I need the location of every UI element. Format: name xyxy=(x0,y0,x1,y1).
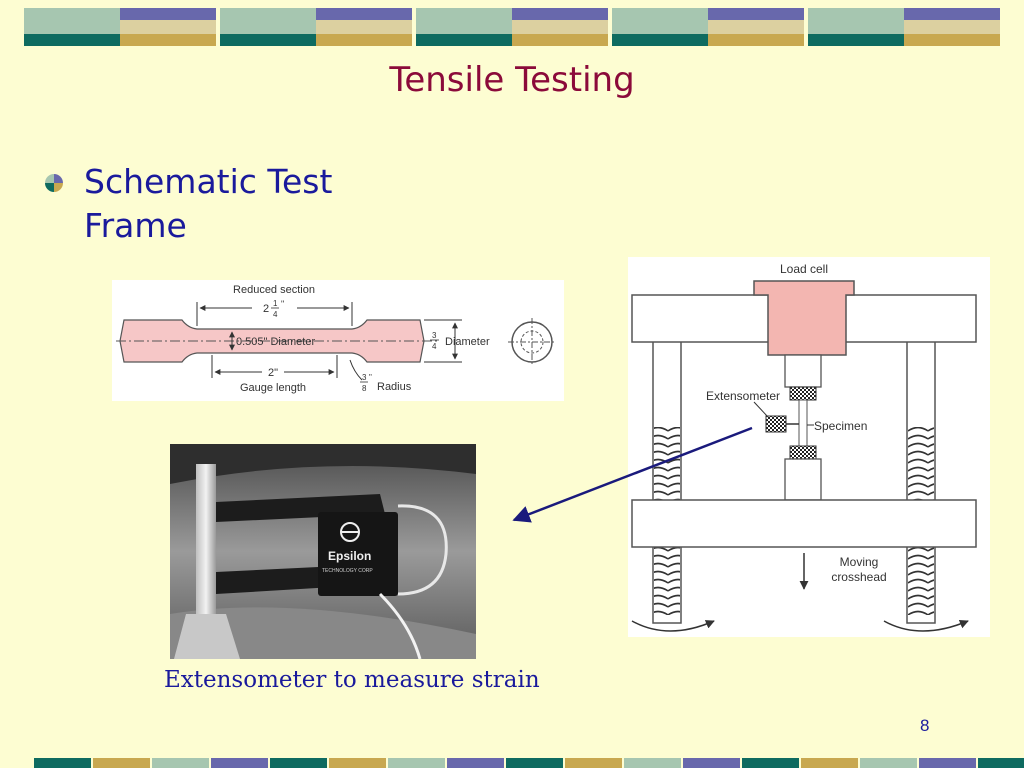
left-lower-thread xyxy=(654,547,680,615)
extensometer-label: Extensometer xyxy=(706,389,780,403)
radius-inch-mark: " xyxy=(369,373,372,382)
end-view xyxy=(508,318,556,366)
radius-fraction-num: 3 xyxy=(362,373,367,382)
extensometer-pointer-arrow xyxy=(512,426,753,523)
cable xyxy=(378,592,422,659)
slide-title: Tensile Testing xyxy=(389,60,635,100)
moving-label-line2: crosshead xyxy=(831,570,886,584)
upper-grip xyxy=(784,354,822,388)
extensometer-body xyxy=(318,512,398,596)
lower-jaw xyxy=(789,445,817,460)
bullet-icon xyxy=(45,174,63,192)
specimen-rod xyxy=(196,464,216,654)
load-cell-label: Load cell xyxy=(780,262,828,276)
photo-caption: Extensometer to measure strain xyxy=(164,667,540,693)
lower-grip xyxy=(784,458,822,501)
specimen-bar xyxy=(798,399,808,447)
reduced-diameter-label: 0.505" Diameter xyxy=(236,336,315,348)
gauge-length-value: 2" xyxy=(268,367,278,379)
page-number: 8 xyxy=(920,716,930,735)
specimen-drawing: Reduced section 2 1 4 " 0.505" Diameter … xyxy=(112,280,564,401)
reduced-fraction-num: 1 xyxy=(273,299,278,308)
reduced-section-label: Reduced section xyxy=(233,284,315,296)
moving-label-line1: Moving xyxy=(840,555,879,569)
photo-brand: Epsilon xyxy=(328,549,371,563)
specimen-label: Specimen xyxy=(814,419,867,433)
bullet-text: Schematic Test Frame xyxy=(84,162,333,245)
right-screw-thread xyxy=(908,427,934,505)
test-frame-drawing: Load cell Extensometer Specimen Moving c… xyxy=(628,257,990,637)
end-diameter-label: Diameter xyxy=(445,336,490,348)
extensometer-photo: Epsilon TECHNOLOGY CORP xyxy=(170,444,476,659)
upper-jaw xyxy=(789,386,817,401)
load-cell xyxy=(753,280,855,356)
gauge-length-label: Gauge length xyxy=(240,382,306,394)
end-fraction-num: 3 xyxy=(432,331,437,340)
reduced-fraction-den: 4 xyxy=(273,310,278,319)
radius-fraction-den: 8 xyxy=(362,384,367,393)
moving-crosshead xyxy=(631,499,977,548)
left-rotation-arrow xyxy=(631,620,715,632)
reduced-inch-mark: " xyxy=(281,299,284,309)
end-fraction-den: 4 xyxy=(432,342,437,351)
reduced-length-value: 2 xyxy=(263,303,269,315)
radius-label: Radius xyxy=(377,381,412,393)
top-decorative-band xyxy=(24,8,1000,46)
left-screw-thread xyxy=(654,427,680,505)
photo-brand-sub: TECHNOLOGY CORP xyxy=(322,568,373,574)
bottom-decorative-band xyxy=(34,758,1024,768)
right-lower-thread xyxy=(908,547,934,615)
right-rotation-arrow xyxy=(883,619,969,632)
specimen-shape xyxy=(119,319,425,363)
